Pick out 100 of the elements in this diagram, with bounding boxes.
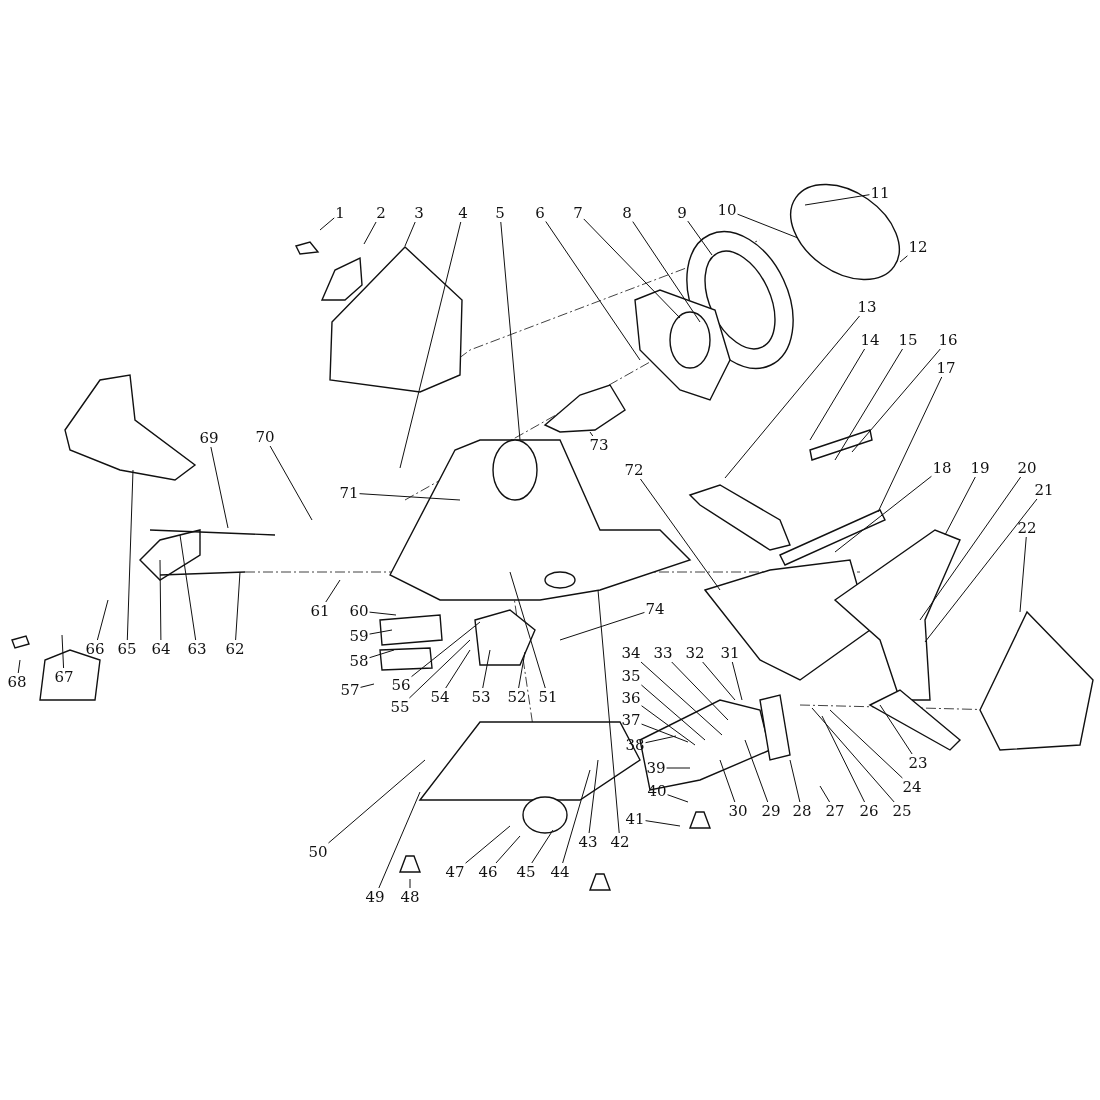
callout-number: 51	[537, 688, 559, 706]
callout-number: 42	[609, 833, 631, 851]
leader-line	[562, 769, 591, 864]
callout-number: 64	[150, 640, 172, 658]
leader-line	[877, 376, 943, 513]
callout-number: 34	[620, 644, 642, 662]
callout-number: 18	[931, 459, 953, 477]
leader-line	[819, 785, 831, 803]
leader-line	[319, 217, 335, 231]
callout-number: 69	[198, 429, 220, 447]
leader-line	[640, 661, 723, 736]
leader-line	[399, 221, 462, 469]
leader-line	[210, 446, 229, 529]
leader-line	[500, 221, 521, 441]
callout-number: 2	[375, 204, 387, 222]
callout-number: 45	[515, 863, 537, 881]
leader-line	[445, 649, 471, 689]
leader-line	[944, 476, 976, 536]
callout-number: 65	[116, 640, 138, 658]
leader-line	[327, 759, 426, 844]
leader-line	[1019, 536, 1027, 613]
leader-line	[702, 661, 736, 701]
callout-number: 49	[364, 888, 386, 906]
leader-line	[731, 661, 743, 701]
callout-number: 29	[760, 802, 782, 820]
leader-line	[269, 445, 313, 521]
callout-number: 3	[413, 204, 425, 222]
callout-number: 24	[901, 778, 923, 796]
leader-line	[559, 611, 645, 641]
callout-number: 46	[477, 863, 499, 881]
leader-line	[724, 315, 861, 479]
callout-number: 32	[684, 644, 706, 662]
callout-number: 5	[494, 204, 506, 222]
leader-line	[369, 629, 393, 635]
leader-line	[359, 493, 461, 501]
leader-line	[545, 221, 641, 361]
callout-number: 48	[399, 888, 421, 906]
leader-line	[641, 705, 696, 746]
callout-number: 31	[719, 644, 741, 662]
leader-line	[96, 599, 109, 641]
leader-line	[744, 739, 769, 803]
callout-number: 39	[645, 759, 667, 777]
callout-number: 27	[824, 802, 846, 820]
leader-line	[811, 707, 895, 803]
callout-number: 22	[1016, 519, 1038, 537]
callout-number: 68	[6, 673, 28, 691]
callout-number: 17	[935, 359, 957, 377]
leader-line	[495, 835, 521, 864]
leader-line	[671, 661, 729, 721]
callout-number: 54	[429, 688, 451, 706]
callout-number: 60	[348, 602, 370, 620]
callout-number: 28	[791, 802, 813, 820]
callout-number: 52	[506, 688, 528, 706]
callout-number: 53	[470, 688, 492, 706]
callout-number: 6	[534, 204, 546, 222]
callout-number: 19	[969, 459, 991, 477]
callout-number: 56	[390, 676, 412, 694]
callout-number: 57	[339, 681, 361, 699]
leader-line	[159, 559, 162, 641]
leader-line	[829, 709, 903, 779]
leader-line	[924, 498, 1038, 643]
callout-number: 41	[624, 810, 646, 828]
leader-line	[597, 589, 620, 834]
leader-line	[363, 221, 377, 245]
callout-number: 47	[444, 863, 466, 881]
leader-line	[821, 715, 866, 803]
callout-number: 12	[907, 238, 929, 256]
callout-number: 59	[348, 627, 370, 645]
leader-line	[804, 194, 870, 206]
callout-number: 67	[53, 668, 75, 686]
leader-line	[179, 534, 197, 641]
callout-number: 25	[891, 802, 913, 820]
leader-line	[518, 651, 526, 689]
callout-number: 66	[84, 640, 106, 658]
leader-line	[408, 639, 471, 699]
callout-number: 11	[869, 184, 891, 202]
leader-line	[531, 829, 554, 864]
leader-line	[640, 684, 706, 741]
leader-line	[588, 759, 599, 834]
callout-number: 55	[389, 698, 411, 716]
callout-number: 16	[937, 331, 959, 349]
callout-number: 13	[856, 298, 878, 316]
leader-line	[667, 794, 689, 803]
callout-number: 73	[588, 436, 610, 454]
leader-line	[409, 878, 411, 889]
leader-line	[378, 791, 421, 889]
callout-number: 30	[727, 802, 749, 820]
leader-line	[360, 683, 375, 688]
leader-line	[369, 611, 397, 616]
leader-line	[834, 475, 932, 553]
callout-number: 74	[644, 600, 666, 618]
leader-line	[687, 220, 713, 256]
leader-line	[645, 735, 677, 744]
callout-number: 63	[186, 640, 208, 658]
callout-number: 21	[1033, 481, 1055, 499]
leader-line	[834, 348, 904, 461]
leader-line	[465, 825, 511, 864]
leader-line	[509, 571, 546, 689]
leader-line	[851, 348, 941, 453]
callout-number: 37	[620, 711, 642, 729]
